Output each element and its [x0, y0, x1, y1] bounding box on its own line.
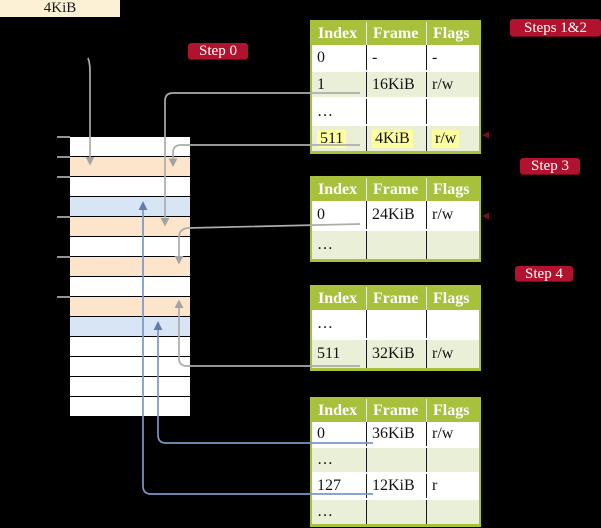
table-cell: r/w	[426, 72, 479, 97]
table-cell	[426, 500, 479, 524]
address-tick-mark	[57, 136, 70, 138]
table-edge-marker	[482, 131, 489, 139]
address-tick-mark	[57, 156, 70, 158]
table-cell: r/w	[426, 422, 479, 446]
table-row: 0 --	[312, 45, 479, 72]
column-header-index: Index	[318, 401, 358, 419]
memory-frame-row	[70, 317, 190, 337]
table-cell: r/w	[426, 201, 479, 229]
table-cell: 4KiB	[366, 126, 426, 151]
page-size-box: 4KiB	[0, 0, 120, 17]
memory-frame-row	[70, 177, 190, 197]
column-header-frame: Frame	[366, 178, 426, 201]
memory-frame-row	[70, 377, 190, 397]
memory-frame-row	[70, 137, 190, 157]
table-cell: 24KiB	[366, 201, 426, 229]
table-cell: 16KiB	[366, 72, 426, 97]
highlighted-value: r/w	[432, 129, 460, 148]
table-row: …	[312, 99, 479, 126]
table-cell: 0	[317, 48, 325, 66]
column-header-index: Index	[318, 24, 358, 42]
column-header-frame: Frame	[366, 399, 426, 422]
table-cell	[366, 310, 426, 338]
table-cell	[366, 448, 426, 472]
table-cell: 12KiB	[366, 474, 426, 498]
address-tick-mark	[57, 296, 70, 298]
memory-frame-row	[70, 197, 190, 217]
table-cell: …	[317, 503, 333, 520]
table-cell: 0	[317, 425, 325, 442]
table-cell	[426, 448, 479, 472]
table-cell	[426, 310, 479, 338]
column-header-frame: Frame	[366, 22, 426, 45]
table-cell: r/w	[426, 126, 479, 151]
table-cell: -	[426, 45, 479, 70]
memory-frame-row	[70, 357, 190, 377]
memory-frame-row	[70, 237, 190, 257]
column-header-index: Index	[318, 289, 358, 307]
step-3-label: Step 3	[520, 158, 580, 175]
memory-frame-row	[70, 277, 190, 297]
table-cell: 127	[317, 477, 341, 494]
table-cell: r	[426, 474, 479, 498]
table-cell	[366, 99, 426, 124]
table-cell: 36KiB	[366, 422, 426, 446]
step-0-label: Step 0	[188, 43, 248, 60]
step-4-label: Step 4	[515, 266, 573, 282]
physical-memory-strip	[57, 136, 190, 417]
table-cell: 1	[317, 75, 325, 93]
table-cell: 511	[312, 126, 366, 151]
table-cell: 511	[317, 345, 341, 362]
highlighted-value: 4KiB	[372, 129, 413, 148]
memory-frame-row	[70, 397, 190, 417]
table-cell	[366, 231, 426, 259]
column-header-index: Index	[318, 180, 358, 198]
table-cell: …	[317, 451, 333, 468]
table-row: …	[312, 448, 479, 474]
table-row: …	[312, 231, 479, 259]
table-cell: …	[317, 315, 333, 332]
table-cell: …	[317, 102, 333, 120]
memory-frame-row	[70, 217, 190, 237]
column-header-flags: Flags	[426, 22, 479, 45]
steps-1-2-label: Steps 1&2	[510, 19, 601, 37]
memory-frame-row	[70, 157, 190, 177]
address-tick-mark	[57, 176, 70, 178]
table-row: 511 4KiB r/w	[312, 126, 479, 151]
column-header-flags: Flags	[426, 287, 479, 310]
table-cell	[426, 231, 479, 259]
table-cell: -	[366, 45, 426, 70]
table-cell: 0	[317, 206, 325, 223]
address-tick-mark	[57, 216, 70, 218]
memory-frame-row	[70, 337, 190, 357]
table-cell: 32KiB	[366, 340, 426, 368]
column-header-frame: Frame	[366, 287, 426, 310]
column-header-flags: Flags	[426, 399, 479, 422]
highlighted-value: 511	[317, 129, 347, 148]
table-row: …	[312, 500, 479, 524]
table-row: …	[312, 310, 479, 340]
memory-frame-row	[70, 297, 190, 317]
table-cell	[366, 500, 426, 524]
table-cell: …	[317, 236, 333, 253]
table-cell: r/w	[426, 340, 479, 368]
column-header-flags: Flags	[426, 178, 479, 201]
table-cell	[426, 99, 479, 124]
address-tick-mark	[57, 256, 70, 258]
memory-frame-row	[70, 257, 190, 277]
table-edge-marker	[482, 212, 489, 220]
